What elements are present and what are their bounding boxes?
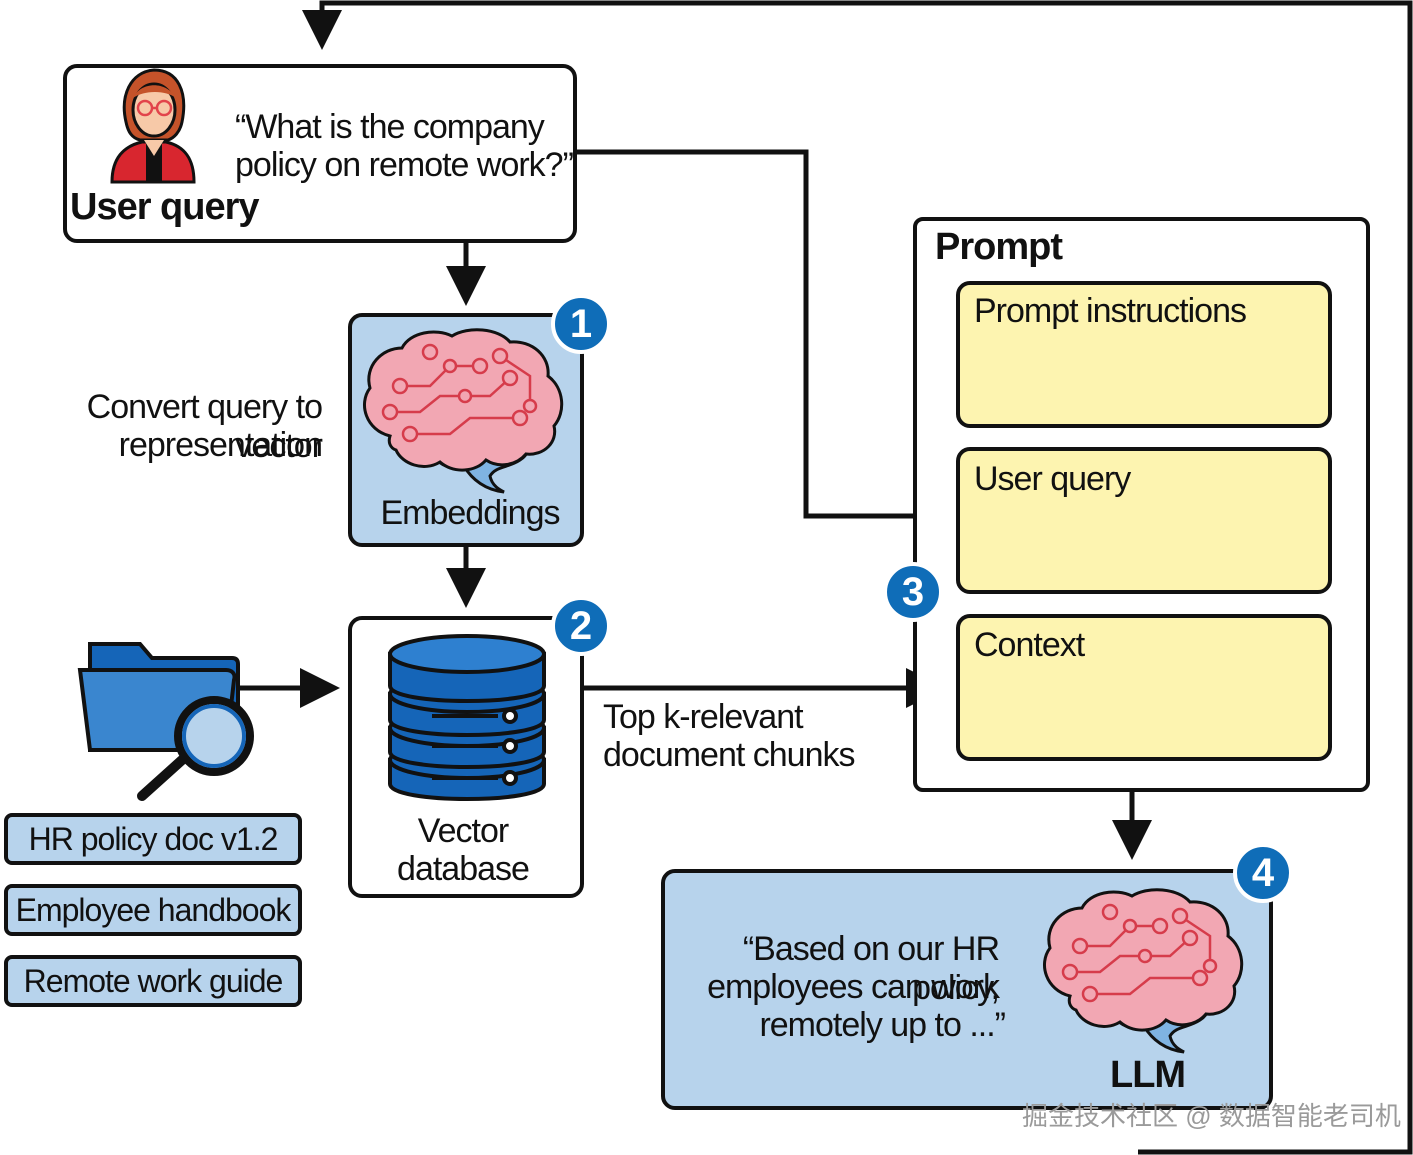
feedback-loop-arrow <box>302 0 1413 1155</box>
query-to-prompt-line <box>577 149 914 519</box>
step-badge-2: 2 <box>551 596 611 656</box>
step-badge-4: 4 <box>1233 843 1293 903</box>
user-question-line1: “What is the company <box>235 108 545 146</box>
prompt-instructions-section <box>956 281 1332 428</box>
user-question-line2: policy on remote work?” <box>235 146 574 184</box>
llm-brain-icon <box>1043 888 1244 1054</box>
vector-db-label-line1: Vector <box>417 812 509 850</box>
watermark: 掘金技术社区 @ 数据智能老司机 <box>1022 1101 1401 1131</box>
convert-note-line2: representation <box>118 426 323 464</box>
user-query-box <box>63 64 577 243</box>
embeddings-label: Embeddings <box>380 494 560 532</box>
llm-answer-line1: “Based on our HR policy, <box>742 930 1000 1007</box>
brain-icon <box>363 328 564 494</box>
doc-item-employee-handbook: Employee handbook <box>4 884 302 936</box>
convert-note-line1: Convert query to vector <box>86 388 323 465</box>
doc-item-remote-work-guide: Remote work guide <box>4 955 302 1007</box>
database-icon <box>388 634 546 801</box>
vector-db-label-line2: database <box>397 850 530 888</box>
prompt-instructions-label: Prompt instructions <box>974 292 1247 330</box>
doc-item-hr-policy: HR policy doc v1.2 <box>4 813 302 865</box>
prompt-title: Prompt <box>935 226 1063 268</box>
retrieval-note-line1: Top k-relevant <box>603 698 804 736</box>
user-avatar-icon <box>110 68 196 184</box>
folder-search-icon <box>77 642 254 801</box>
prompt-user-query-label: User query <box>974 460 1131 498</box>
prompt-user-query-section <box>956 447 1332 594</box>
llm-answer-line2: employees can work <box>707 968 1000 1006</box>
step-badge-3: 3 <box>883 562 943 622</box>
prompt-context-section <box>956 614 1332 761</box>
prompt-context-label: Context <box>974 626 1085 664</box>
retrieval-note-line2: document chunks <box>603 736 855 774</box>
llm-label: LLM <box>1110 1054 1186 1096</box>
step-badge-1: 1 <box>551 294 611 354</box>
user-query-title: User query <box>70 186 260 228</box>
llm-answer-line3: remotely up to ...” <box>759 1006 1006 1044</box>
